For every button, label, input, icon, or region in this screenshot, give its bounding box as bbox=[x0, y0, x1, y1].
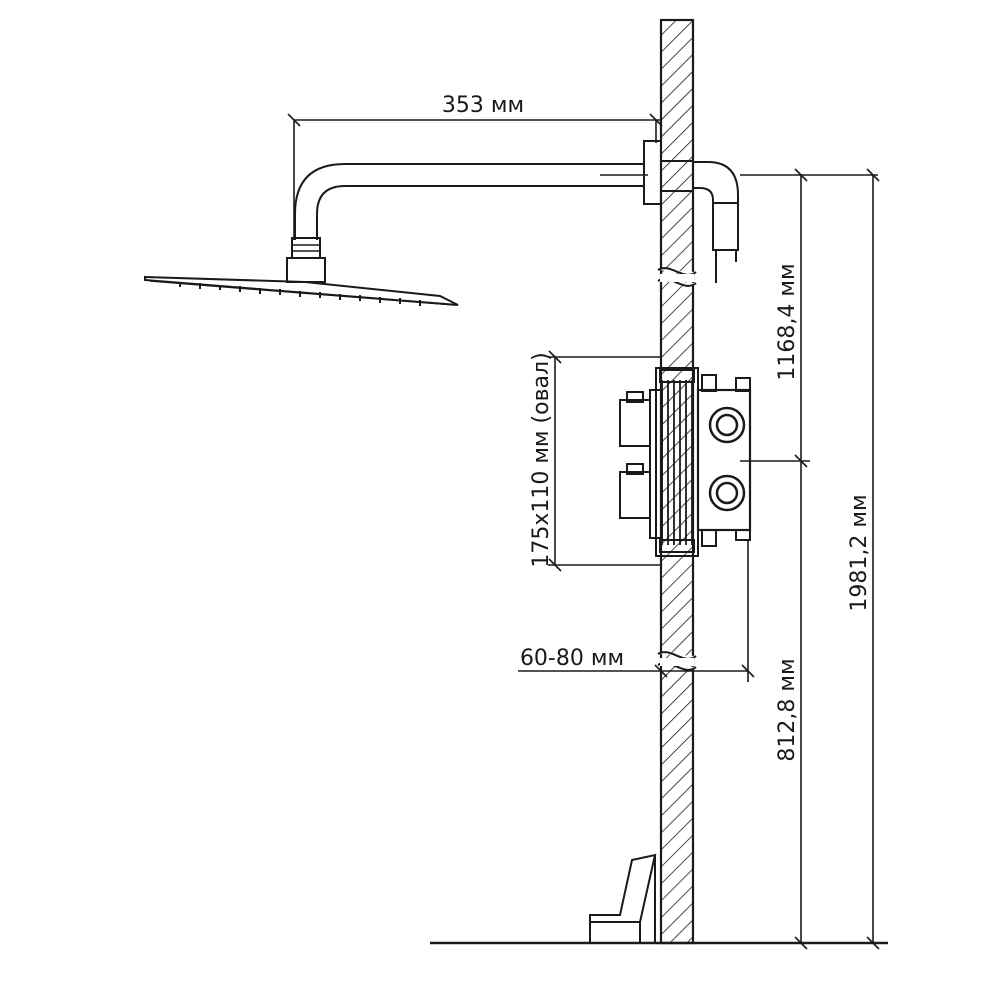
dim-label-wall-depth: 60-80 мм bbox=[520, 646, 624, 671]
wall bbox=[657, 18, 697, 945]
wall-elbow-pipe bbox=[693, 161, 739, 251]
shower-head-assembly bbox=[144, 140, 739, 306]
valve-handle-top bbox=[619, 399, 651, 447]
valve-outlet-bottom bbox=[708, 474, 746, 512]
wall-flange bbox=[643, 140, 662, 205]
valve-main-body bbox=[696, 388, 752, 532]
dim-label-arm-length: 353 мм bbox=[442, 93, 524, 118]
mixer-valve-body bbox=[619, 367, 752, 557]
floor-tile bbox=[589, 853, 657, 943]
shower-head bbox=[144, 275, 459, 306]
dim-label-top-height: 1168,4 мм bbox=[775, 263, 800, 380]
dim-label-total-height: 1981,2 мм bbox=[847, 494, 872, 611]
dim-label-cutout: 175х110 мм (овал) bbox=[529, 352, 554, 567]
valve-outlet-top bbox=[708, 406, 746, 444]
valve-handle-bottom bbox=[619, 471, 651, 519]
dim-label-valve-height: 812,8 мм bbox=[775, 658, 800, 761]
shower-arm bbox=[294, 163, 644, 240]
arm-connector bbox=[291, 237, 321, 259]
dimension-lines bbox=[287, 113, 880, 950]
